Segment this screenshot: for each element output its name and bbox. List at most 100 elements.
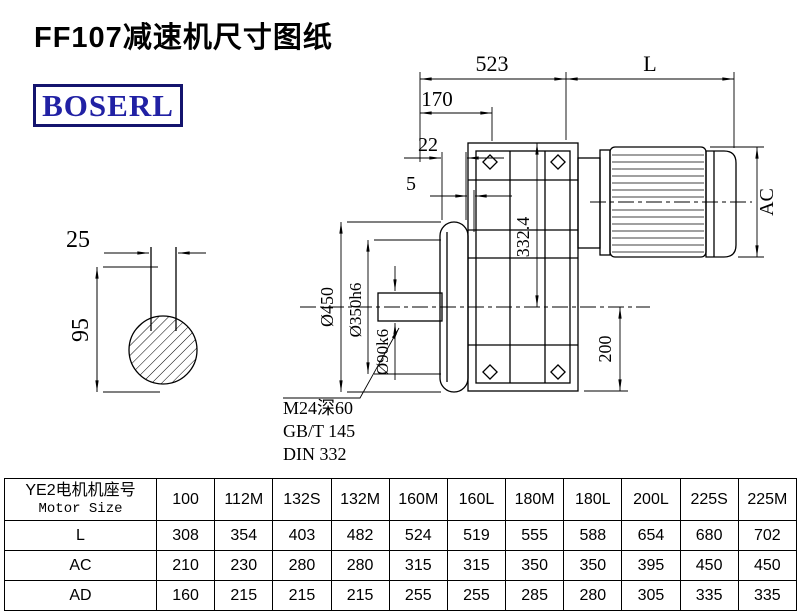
table-col-header: 160M xyxy=(388,478,448,521)
motor-fins xyxy=(612,154,704,253)
dim-22 xyxy=(404,152,504,220)
table-cell: 280 xyxy=(272,550,332,581)
motor-adapter xyxy=(577,157,601,249)
table-cell: 305 xyxy=(621,580,681,611)
dim-L-label: L xyxy=(643,51,656,76)
table-col-header: 132M xyxy=(330,478,390,521)
row-label: AC xyxy=(4,550,157,581)
table-cell: 280 xyxy=(563,580,623,611)
standard-note-din: DIN 332 xyxy=(283,444,347,464)
fan-cover xyxy=(705,150,737,258)
table-cell: 335 xyxy=(679,580,739,611)
centerlines xyxy=(300,201,752,308)
thread-note: M24深60 xyxy=(283,398,353,418)
dim-170 xyxy=(420,107,493,141)
table-cell: 403 xyxy=(272,520,332,551)
table-col-header: 225S xyxy=(679,478,739,521)
table-col-header: 180M xyxy=(505,478,565,521)
dim-523 xyxy=(419,72,567,162)
dim-AC xyxy=(710,146,764,258)
dim-center-height-label: 332.4 xyxy=(513,217,533,258)
table-cell: 350 xyxy=(563,550,623,581)
housing xyxy=(467,142,579,392)
bolt-icon xyxy=(482,364,498,380)
table-cell: 680 xyxy=(679,520,739,551)
dim-flange-od xyxy=(339,221,441,393)
table-header-en: Motor Size xyxy=(38,500,123,517)
table-cell: 702 xyxy=(737,520,798,551)
dim-L xyxy=(566,72,735,148)
table-cell: 588 xyxy=(563,520,623,551)
table-col-header: 112M xyxy=(214,478,274,521)
dim-200-label: 200 xyxy=(595,336,615,363)
row-label: L xyxy=(4,520,157,551)
table-cell: 350 xyxy=(505,550,565,581)
table-cell: 215 xyxy=(330,580,390,611)
dim-AC-label: AC xyxy=(756,188,778,216)
table-cell: 482 xyxy=(330,520,390,551)
table-col-header: 200L xyxy=(621,478,681,521)
brand-logo: BOSERL xyxy=(33,84,183,127)
dim-22-label: 22 xyxy=(418,134,438,156)
table-cell: 354 xyxy=(214,520,274,551)
table-cell: 160 xyxy=(155,580,216,611)
bolt-icon xyxy=(550,154,566,170)
dim-170-label: 170 xyxy=(421,87,453,111)
table-col-header: 225M xyxy=(737,478,798,521)
bolt-icon xyxy=(550,364,566,380)
row-label: AD xyxy=(4,580,157,611)
dim-spigot-label: Ø350h6 xyxy=(346,283,365,338)
table-cell: 450 xyxy=(679,550,739,581)
page-title: FF107减速机尺寸图纸 xyxy=(34,22,333,54)
dim-shaft-dia-label: Ø90k6 xyxy=(373,329,392,375)
table-cell: 215 xyxy=(214,580,274,611)
dim-flange-od-label: Ø450 xyxy=(317,287,337,327)
table-cell: 255 xyxy=(388,580,448,611)
shaft-section-circle xyxy=(128,315,198,385)
output-shaft xyxy=(377,292,443,322)
table-col-header: 132S xyxy=(272,478,332,521)
table-cell: 450 xyxy=(737,550,798,581)
dim-25-label: 25 xyxy=(66,227,90,253)
table-col-header: 100 xyxy=(155,478,216,521)
table-cell: 255 xyxy=(446,580,507,611)
table-cell: 519 xyxy=(446,520,507,551)
dim-5-label: 5 xyxy=(406,173,416,195)
table-cell: 285 xyxy=(505,580,565,611)
dim-5 xyxy=(430,190,512,232)
table-cell: 335 xyxy=(737,580,798,611)
table-cell: 215 xyxy=(272,580,332,611)
table-cell: 280 xyxy=(330,550,390,581)
dim-523-label: 523 xyxy=(476,51,509,76)
table-cell: 555 xyxy=(505,520,565,551)
table-col-header: 160L xyxy=(446,478,507,521)
brand-logo-text: BOSERL xyxy=(42,87,174,123)
bolt-icon xyxy=(482,154,498,170)
table-cell: 315 xyxy=(388,550,448,581)
dim-95 xyxy=(95,266,160,393)
gearbox-outline xyxy=(377,142,737,393)
table-cell: 308 xyxy=(155,520,216,551)
table-cell: 230 xyxy=(214,550,274,581)
shaft-end-view xyxy=(128,247,198,385)
technical-drawing: 25 95 xyxy=(66,51,778,464)
table-cell: 210 xyxy=(155,550,216,581)
table-cell: 524 xyxy=(388,520,448,551)
table-cell: 395 xyxy=(621,550,681,581)
table-cell: 654 xyxy=(621,520,681,551)
standard-note-gbt: GB/T 145 xyxy=(283,421,355,441)
dim-95-label: 95 xyxy=(68,318,94,342)
motor-flange xyxy=(599,149,611,256)
table-header-motor-size: YE2电机机座号 Motor Size xyxy=(4,478,157,521)
thread-leader xyxy=(283,327,400,399)
dim-200 xyxy=(584,307,628,392)
table-col-header: 180L xyxy=(563,478,623,521)
table-header-cn: YE2电机机座号 xyxy=(25,481,136,499)
table-cell: 315 xyxy=(446,550,507,581)
dim-spigot xyxy=(366,239,441,375)
